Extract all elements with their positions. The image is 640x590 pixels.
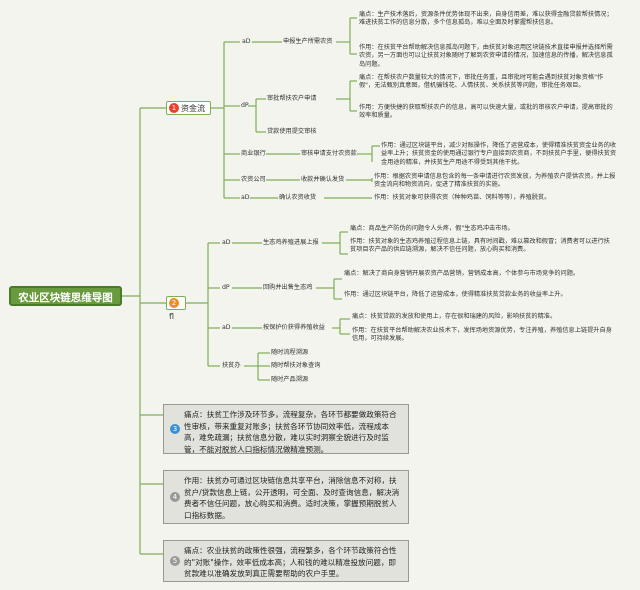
badge-number-icon: 3 (170, 424, 180, 434)
note-effect: 作用：扶贫对象可获得农资（种种鸡苗、饲料等等），养殖脱贫。 (374, 194, 551, 201)
note-effect: 作用：扶贫对象的生态鸡养殖过程信息上链，具有时间戳，难以篡改和假冒；消费者可以进… (350, 238, 610, 254)
node-tag: 农资公司 (241, 176, 266, 183)
note-pain-point: 痛点：解决了商自身营销开展农资产品营销，营销成本高，个体参与市场竞争的问题。 (344, 270, 580, 277)
branch-label: 资金流 (181, 104, 205, 113)
summary-text: 痛点：扶贫工作涉及环节多，流程复杂，各环节都要做政策符合性审核，带来重复对账多；… (184, 410, 397, 454)
node-tag: aD (222, 324, 231, 331)
root-node: 农业区块链思维导图 (9, 286, 122, 306)
note-pain-point: 痛点：商品生产防伪的问题令人头疼，假"生态鸡冲击市场。 (350, 225, 514, 232)
node-loan-submit[interactable]: 贷款使用提交审核 (267, 128, 317, 135)
node-protected-price[interactable]: 按保护价获得养殖收益 (263, 324, 325, 331)
node-buyback-sell[interactable]: 回购并出售生态鸡 (263, 284, 313, 291)
node-pay-supplies[interactable]: 审核申请支付农资款 (301, 150, 357, 157)
summary-box[interactable]: 5 痛点：农业扶贫的政策性很强，流程繁多，各个环节政策符合性的"对账"操作，效率… (163, 540, 409, 582)
note-effect: 作用：通过区块链平台，降低了运营成本，使得精准扶贫贷款业务的收益率上升。 (344, 291, 567, 298)
note-pain-point: 痛点：扶贫贷款的发放和使用上，存在很和瑞建的风险，影响扶贫的精准。 (352, 313, 557, 320)
node-tag: 商业银行 (241, 150, 266, 157)
leaf-product-trace[interactable]: 随时产品溯源 (271, 376, 309, 383)
branch-second[interactable]: 2 fl (166, 296, 186, 321)
node-tag: dP (222, 284, 230, 291)
note-effect: 作用：方便快捷的获取帮扶农户的信息，高可以快速大量，或批的审核农户申请，提高审批… (359, 104, 613, 120)
note-effect: 作用：根据农资申请信息包含的每一条申请进行农资发放，为养殖农户提供农资，并上报资… (374, 173, 616, 189)
node-tag: aD (241, 194, 250, 201)
note-effect: 作用：在扶贫平台帮助解决信息孤岛问题下，由扶贫对象运用区块链技术直接申报并选择所… (359, 44, 613, 68)
node-report-progress[interactable]: 生态鸡养殖进展上报 (263, 239, 319, 246)
node-apply-supplies[interactable]: 申报生产所需农资 (283, 38, 333, 45)
note-pain-point: 痛点：在帮扶农户数量较大的情况下，审批任务重，且审批时可能会遇到扶贫对象资格"作… (359, 74, 604, 90)
node-confirm-receipt[interactable]: 确认农资收货 (279, 194, 317, 201)
branch-label: fl (169, 312, 175, 321)
summary-box[interactable]: 4 作用：扶贫办可通过区块链信息共享平台，消除信息不对称，扶贫户/贷款信息上链，… (163, 470, 409, 524)
note-pain-point: 痛点：生产技术落后，资源条件优势体现不出来，自身信用差，难以获得金融贷款帮扶情况… (359, 11, 613, 27)
badge-number-icon: 5 (170, 556, 180, 566)
node-tag: dP (241, 102, 249, 109)
summary-box[interactable]: 3 痛点：扶贫工作涉及环节多，流程复杂，各环节都要做政策符合性审核，带来重复对账… (163, 404, 409, 454)
summary-text: 作用：扶贫办可通过区块链信息共享平台，消除信息不对称，扶贫户/贷款信息上链，公开… (184, 476, 400, 520)
node-confirm-shipping[interactable]: 收款并确认发货 (301, 176, 345, 183)
badge-number-icon: 2 (169, 297, 179, 308)
leaf-target-query[interactable]: 随时帮扶对象查询 (271, 362, 321, 369)
node-tag: aD (222, 239, 231, 246)
leaf-process-trace[interactable]: 随时流程溯源 (271, 349, 309, 356)
badge-number-icon: 4 (170, 492, 180, 502)
node-tag: aD (242, 38, 251, 45)
badge-number-icon: 1 (169, 102, 179, 113)
note-effect: 作用：通过区块链平台，减少对账操作，降低了运营成本，使得精准扶贫资金业务的收益率… (381, 142, 617, 166)
node-poverty-office[interactable]: 扶贫办 (222, 362, 241, 369)
summary-text: 痛点：农业扶贫的政策性很强，流程繁多，各个环节政策符合性的"对账"操作，效率低成… (184, 546, 397, 578)
node-review-application[interactable]: 审批帮扶农户申请 (267, 95, 317, 102)
note-effect: 作用：在扶贫平台帮助解决农业技术下，发挥场地资源优势，专注养殖，养殖信息上链提升… (352, 327, 612, 343)
